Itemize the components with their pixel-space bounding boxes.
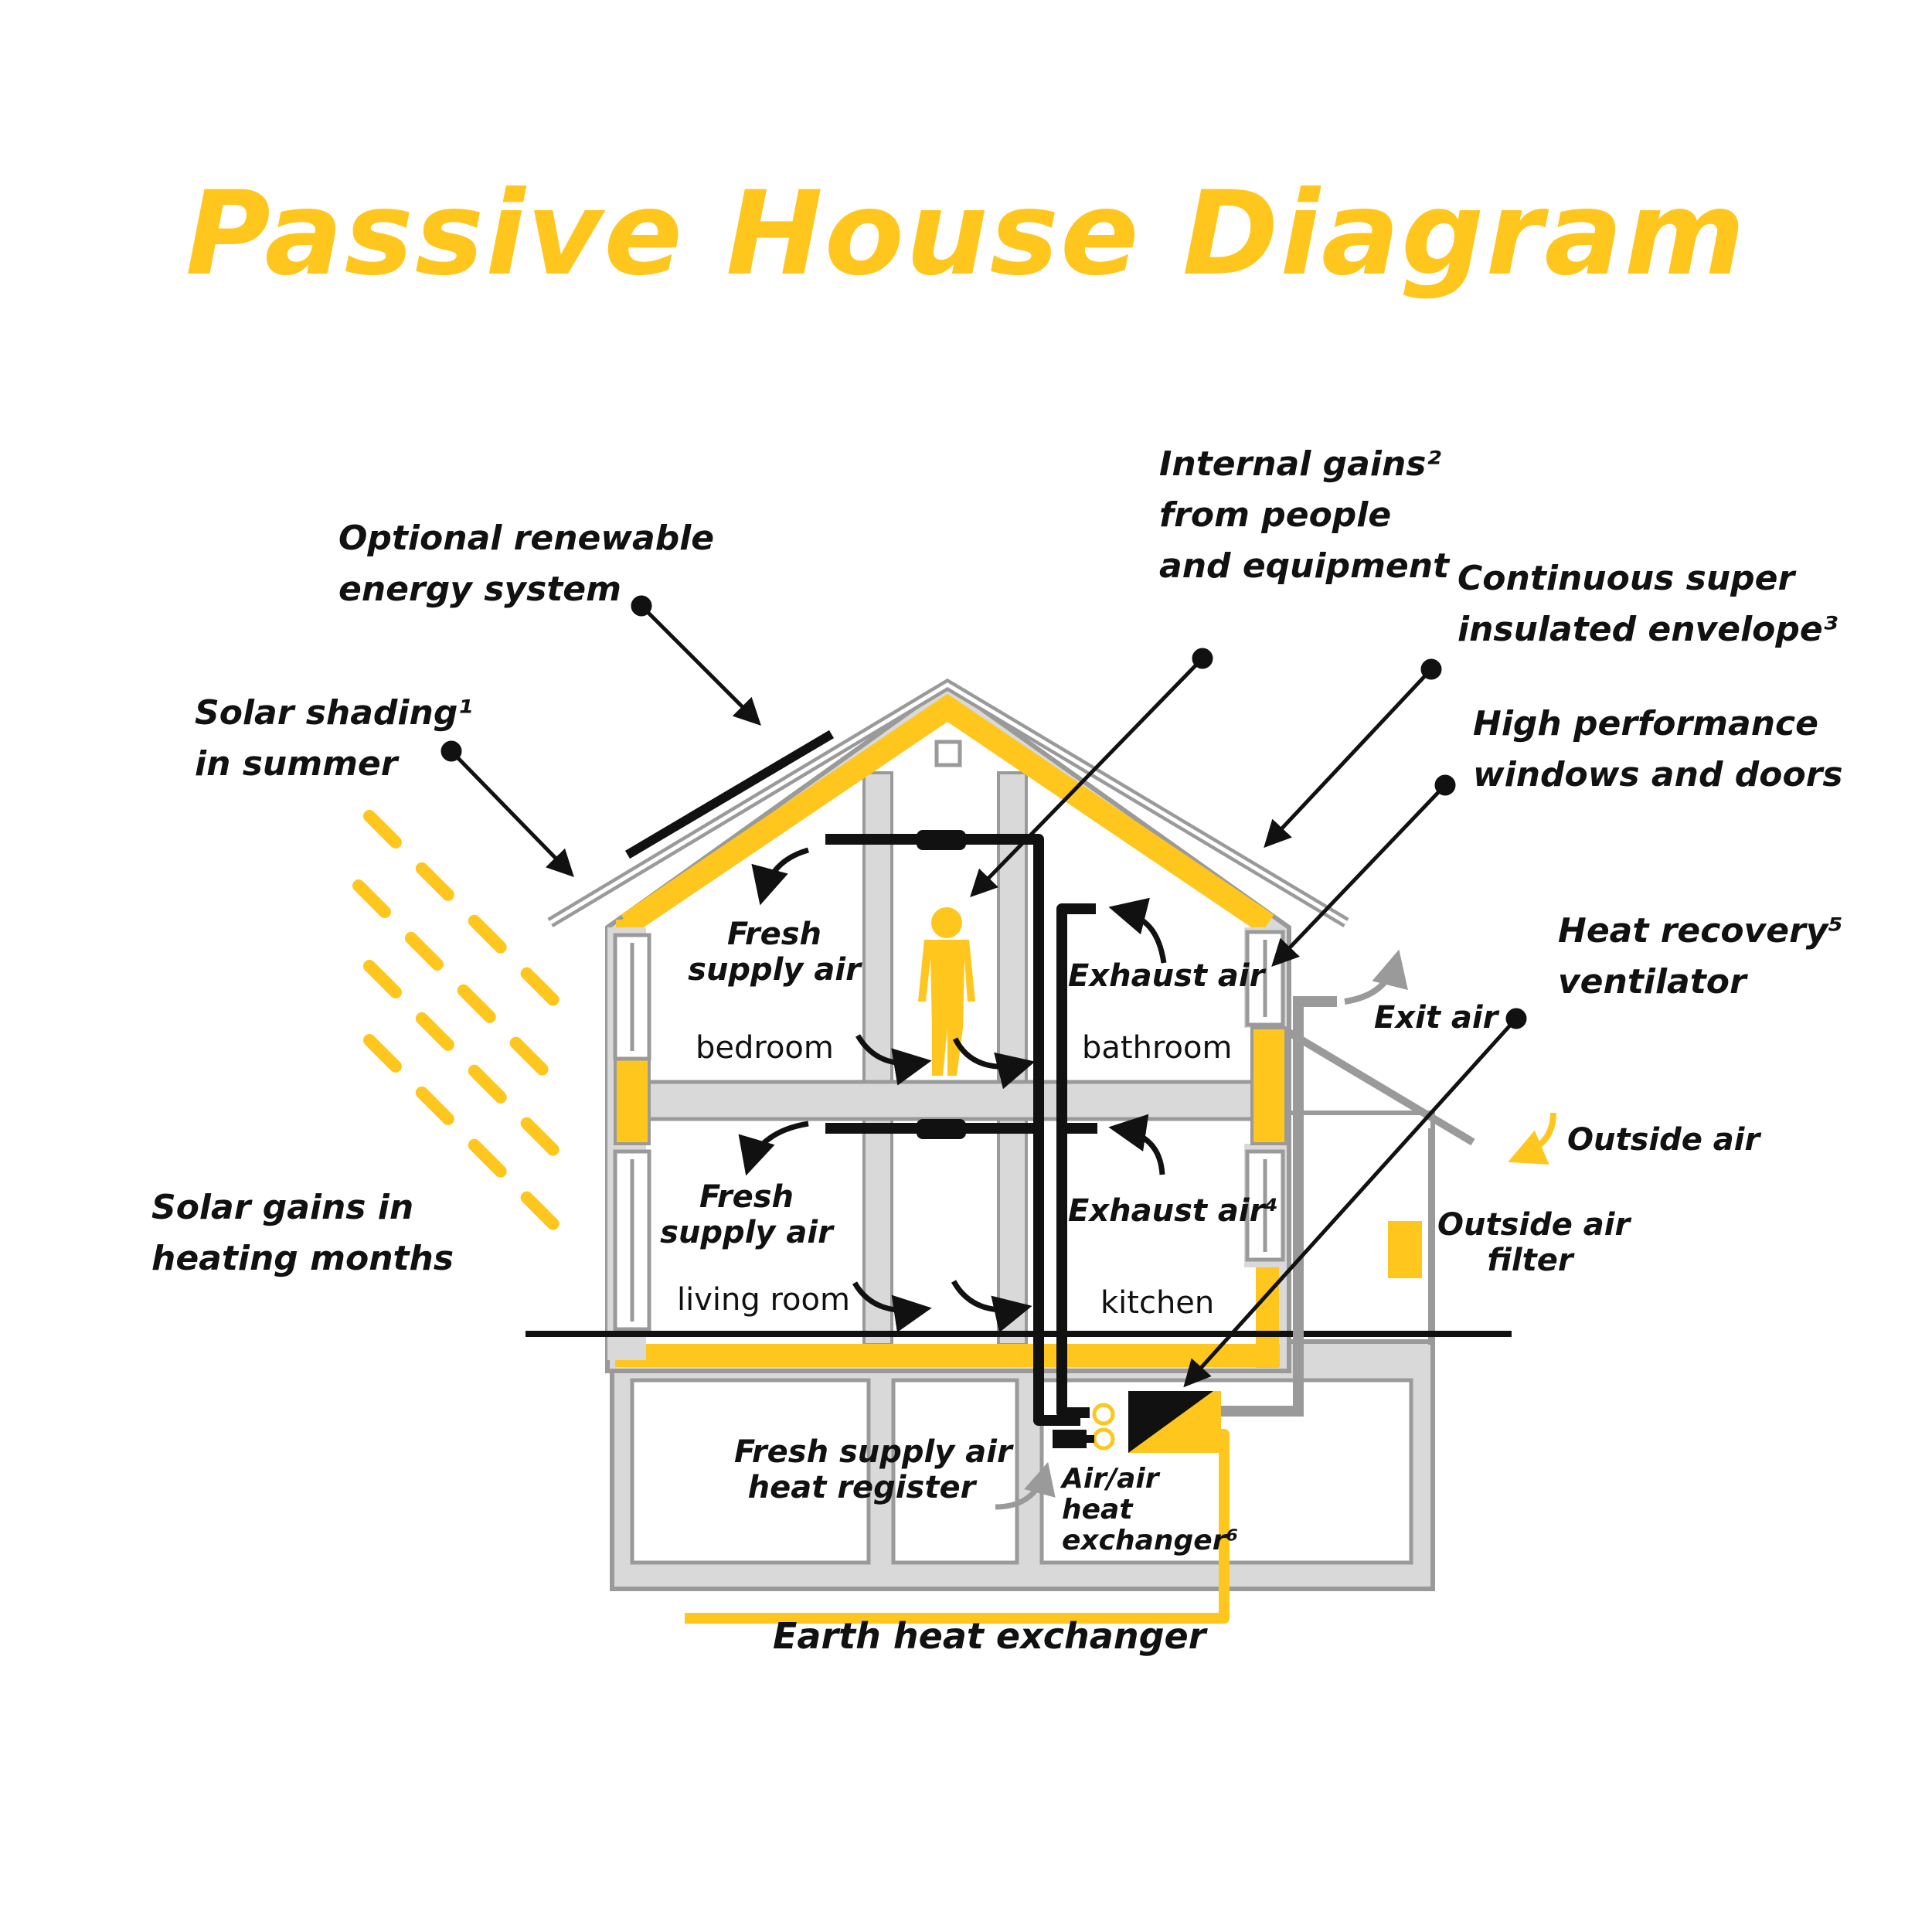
label-line: from people: [1159, 495, 1392, 535]
label-exhaust-upper: Exhaust air: [1068, 958, 1264, 994]
label-line: supply air: [660, 1215, 833, 1250]
room-bedroom: bedroom: [696, 1030, 834, 1066]
label-line: insulated envelope³: [1458, 610, 1838, 649]
leader-lines: [440, 595, 1527, 1388]
register-arrow: [995, 1461, 1056, 1510]
annex: [1276, 1024, 1475, 1345]
label-line: Exhaust air⁴: [1068, 1193, 1278, 1229]
outside-air-arrow: [1508, 1112, 1556, 1165]
label-insulated-envelope: Continuous super insulated envelope³: [1458, 553, 1838, 655]
title-text: Passive House Diagram: [185, 167, 1747, 301]
label-line: Heat recovery⁵: [1558, 911, 1843, 951]
label-solar-gains: Solar gains in heating months: [151, 1182, 454, 1284]
hrv-unit: [1080, 1391, 1221, 1453]
label-line: heating months: [151, 1239, 454, 1278]
label-line: windows and doors: [1473, 755, 1843, 794]
label-exit-air: Exit air: [1374, 1000, 1498, 1036]
label-line: Exhaust air: [1068, 958, 1265, 994]
label-line: Continuous super: [1458, 559, 1795, 598]
page-title: Passive House Diagram: [0, 176, 1932, 292]
label-line: energy system: [338, 570, 621, 609]
label-line: Outside air: [1567, 1122, 1760, 1158]
earth-heat-exchanger: [685, 1429, 1230, 1624]
label-line: Fresh: [726, 917, 822, 952]
label-line: Fresh: [699, 1179, 794, 1215]
label-line: and equipment: [1159, 546, 1450, 586]
label-air-heat-exchanger: Air/air heat exchanger⁶: [1062, 1464, 1238, 1556]
label-line: ventilator: [1558, 962, 1747, 1002]
label-line: filter: [1487, 1243, 1573, 1278]
label-fresh-supply-lower: Fresh supply air: [654, 1179, 839, 1250]
outside-air-filter-box: [1388, 1221, 1422, 1278]
label-line: Solar gains in: [151, 1188, 414, 1227]
label-line: Internal gains²: [1159, 444, 1441, 484]
label-line: Earth heat exchanger: [773, 1615, 1206, 1657]
label-line: exchanger⁶: [1062, 1525, 1239, 1556]
person-figure: [918, 907, 975, 1076]
label-line: Exit air: [1374, 1000, 1498, 1036]
label-exhaust-lower: Exhaust air⁴: [1068, 1193, 1278, 1229]
label-renewable-energy: Optional renewable energy system: [338, 513, 714, 615]
label-line: Outside air: [1437, 1207, 1631, 1243]
label-earth-heat-exchanger: Earth heat exchanger: [773, 1611, 1206, 1662]
label-line: in summer: [195, 744, 398, 784]
airflow-arrows: [738, 847, 1167, 1333]
windows: [613, 930, 1285, 1332]
label-outside-air-filter: Outside air filter: [1437, 1207, 1631, 1278]
label-line: Fresh supply air: [734, 1434, 1012, 1470]
solar-panel: [624, 730, 835, 859]
label-line: High performance: [1473, 704, 1818, 743]
room-bathroom: bathroom: [1082, 1030, 1233, 1066]
exit-air-duct: [1221, 996, 1337, 1417]
label-heat-register: Fresh supply air heat register: [734, 1434, 1012, 1505]
label-internal-gains: Internal gains² from people and equipmen…: [1159, 439, 1449, 592]
label-outside-air: Outside air: [1567, 1122, 1760, 1158]
room-living-room: living room: [677, 1282, 850, 1318]
room-kitchen: kitchen: [1100, 1285, 1215, 1321]
label-windows-doors: High performance windows and doors: [1473, 699, 1843, 801]
label-heat-recovery: Heat recovery⁵ ventilator: [1558, 906, 1843, 1008]
label-fresh-supply-upper: Fresh supply air: [682, 917, 867, 988]
label-line: heat register: [747, 1470, 976, 1505]
label-line: Optional renewable: [338, 519, 715, 558]
label-line: Solar shading¹: [195, 693, 473, 733]
exit-air-arrow: [1344, 949, 1408, 1005]
label-line: supply air: [688, 952, 861, 988]
duct-dampers: [917, 830, 1087, 1448]
label-line: Air/air: [1062, 1463, 1159, 1495]
solar-rays: [352, 810, 572, 1240]
label-line: heat: [1062, 1494, 1133, 1526]
label-solar-shading: Solar shading¹ in summer: [195, 688, 473, 790]
